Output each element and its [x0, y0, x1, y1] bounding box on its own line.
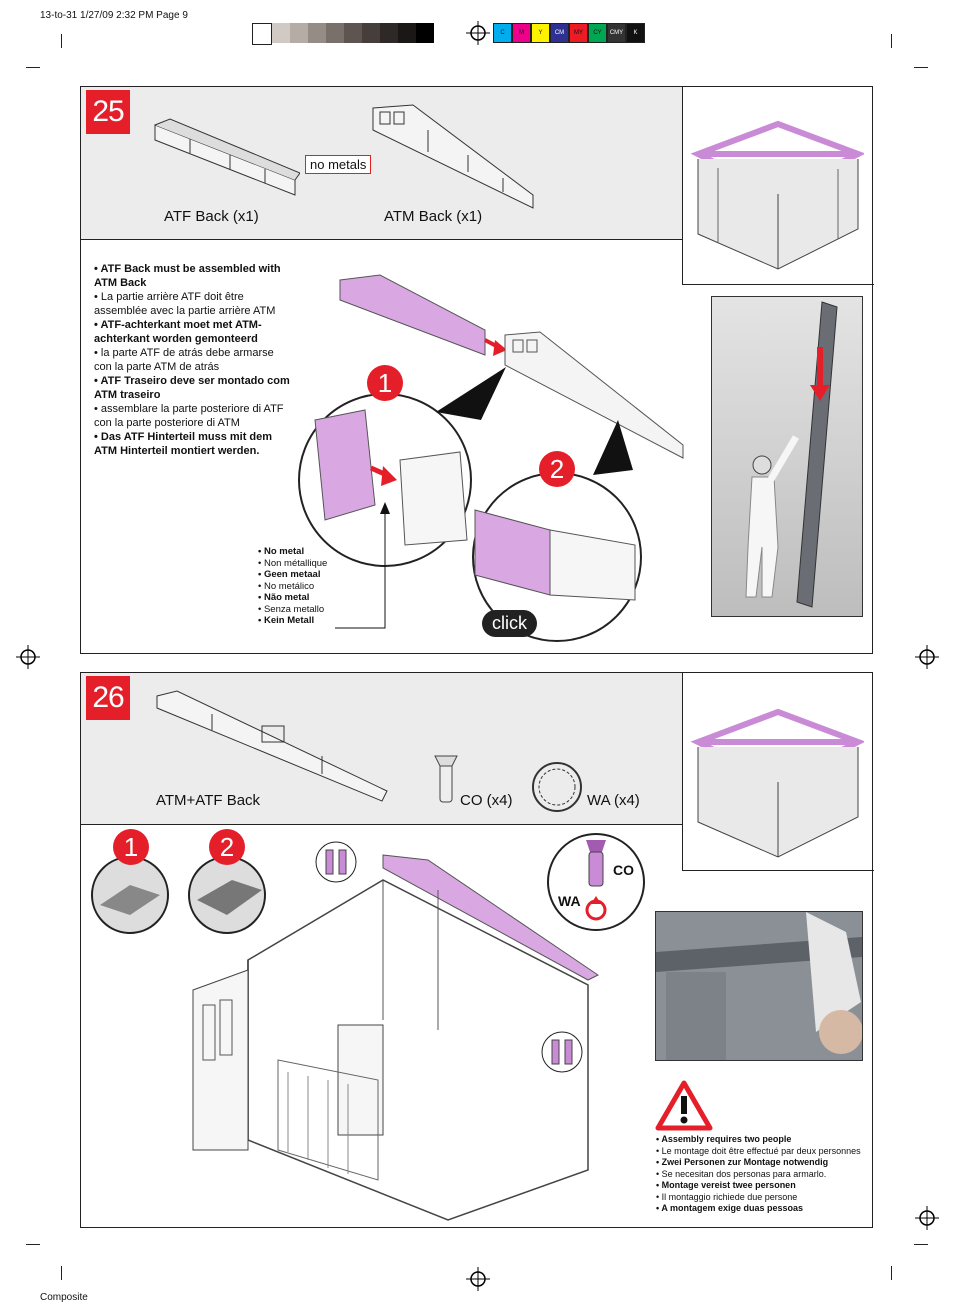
divider: [682, 870, 874, 871]
warning-line: • A montagem exige duas pessoas: [656, 1203, 804, 1213]
co-wa-detail: [547, 833, 645, 931]
crop-mark: [61, 34, 62, 48]
no-metal-line: • No metálico: [258, 580, 315, 592]
click-badge: click: [482, 610, 537, 637]
warning-line: • Zwei Personen zur Montage notwendig: [656, 1157, 829, 1167]
instruction-line: • La partie arrière ATF doit être assemb…: [94, 291, 276, 317]
leader-arrow: [335, 502, 390, 629]
warning-list: • Assembly requires two people • Le mont…: [656, 1134, 871, 1215]
shed-frame-preview: [690, 708, 864, 858]
no-metal-line: • Não metal: [258, 592, 310, 603]
warning-icon: [655, 1080, 713, 1131]
divider: [682, 673, 683, 871]
warning-line: • Se necesitan dos personas para armarlo…: [656, 1168, 827, 1179]
worker-lifting-icon: [745, 301, 838, 608]
gray-scale-bar: [252, 23, 434, 45]
wa-label: WA (x4): [587, 792, 640, 809]
fastener-pair-icon: [315, 841, 357, 883]
callout-number: 1: [367, 365, 403, 401]
crop-mark: [891, 34, 892, 48]
crop-mark: [914, 1244, 928, 1245]
fastener-pair-icon: [541, 1031, 583, 1073]
crop-mark: [26, 1244, 40, 1245]
part-label-atm: ATM Back (x1): [384, 208, 483, 225]
warning-line: • Le montage doit être effectué par deux…: [656, 1145, 861, 1156]
step-number: 25: [86, 90, 130, 134]
step-number: 26: [86, 676, 130, 720]
instruction-line: • ATF-achterkant moet met ATM-achterkant…: [94, 319, 262, 345]
crop-mark: [61, 1266, 62, 1280]
callout-number: 1: [113, 829, 149, 865]
registration-mark-icon: [466, 1267, 490, 1291]
shed-assembly-drawing: [192, 854, 599, 1221]
co-label: CO (x4): [460, 792, 513, 809]
slug-top: 13-to-31 1/27/09 2:32 PM Page 9: [40, 10, 188, 21]
no-metal-line: • Geen metaal: [258, 569, 321, 580]
no-metal-line: • Kein Metall: [258, 615, 315, 626]
step-25-instructions: • ATF Back must be assembled with ATM Ba…: [94, 262, 294, 458]
no-metals-tag: no metals: [305, 155, 372, 174]
callout-pointer: [593, 420, 633, 475]
part-label-atf: ATF Back (x1): [164, 208, 259, 225]
instruction-line: • la parte ATF de atrás debe armarse con…: [94, 347, 274, 373]
atm-back-part: [372, 104, 534, 209]
swatch-my: MY: [569, 23, 588, 43]
part-label-atm-atf: ATM+ATF Back: [156, 792, 261, 809]
instruction-line: • assemblare la parte posteriore di ATF …: [94, 403, 284, 429]
shed-frame-preview: [690, 120, 864, 270]
wa-detail-label: WA: [558, 893, 581, 909]
instruction-line: • ATF Traseiro deve ser montado com ATM …: [94, 375, 290, 401]
no-metal-line: • Non métallique: [258, 557, 328, 569]
no-metal-line: • Senza metallo: [258, 603, 325, 615]
crop-mark: [26, 67, 40, 68]
registration-mark-icon: [16, 645, 40, 669]
warning-line: • Montage vereist twee personen: [656, 1180, 796, 1190]
slug-bottom: Composite: [40, 1292, 88, 1303]
assembly-photo: [655, 911, 863, 1061]
registration-mark-icon: [466, 21, 490, 45]
assembly-photo: [711, 296, 863, 617]
atm-atf-back-part: [156, 690, 388, 802]
instruction-line: • ATF Back must be assembled with ATM Ba…: [94, 263, 281, 289]
cmyk-bar: C M Y CM MY CY CMY K: [493, 23, 645, 43]
swatch-c: C: [493, 23, 512, 43]
detail-circle-1: [91, 856, 169, 934]
divider: [682, 87, 683, 285]
swatch-y: Y: [531, 23, 550, 43]
instruction-line: • Das ATF Hinterteil muss mit dem ATM Hi…: [94, 431, 273, 457]
registration-mark-icon: [915, 645, 939, 669]
swatch-m: M: [512, 23, 531, 43]
atf-atm-join-drawing: [339, 274, 684, 459]
detail-circle-2: [472, 472, 642, 642]
callout-number: 2: [209, 829, 245, 865]
co-detail-label: CO: [613, 862, 634, 878]
detail-circle-2: [188, 856, 266, 934]
atf-back-part: [154, 118, 300, 196]
swatch-cm: CM: [550, 23, 569, 43]
registration-mark-icon: [915, 1206, 939, 1230]
swatch-cy: CY: [588, 23, 607, 43]
detail-circle-1: [298, 393, 472, 567]
crop-mark: [891, 1266, 892, 1280]
no-metal-line: • No metal: [258, 546, 305, 557]
wa-part-icon: [532, 762, 582, 812]
callout-pointer: [436, 367, 506, 420]
swatch-cmy: CMY: [607, 23, 626, 43]
workers-installing-icon: [656, 912, 863, 1060]
warning-line: • Assembly requires two people: [656, 1134, 792, 1144]
divider: [682, 284, 874, 285]
co-part-icon: [434, 755, 458, 803]
swatch-k: K: [626, 23, 645, 43]
crop-mark: [914, 67, 928, 68]
warning-line: • Il montaggio richiede due persone: [656, 1191, 798, 1202]
no-metal-list: • No metal • Non métallique • Geen metaa…: [258, 546, 378, 627]
callout-number: 2: [539, 451, 575, 487]
